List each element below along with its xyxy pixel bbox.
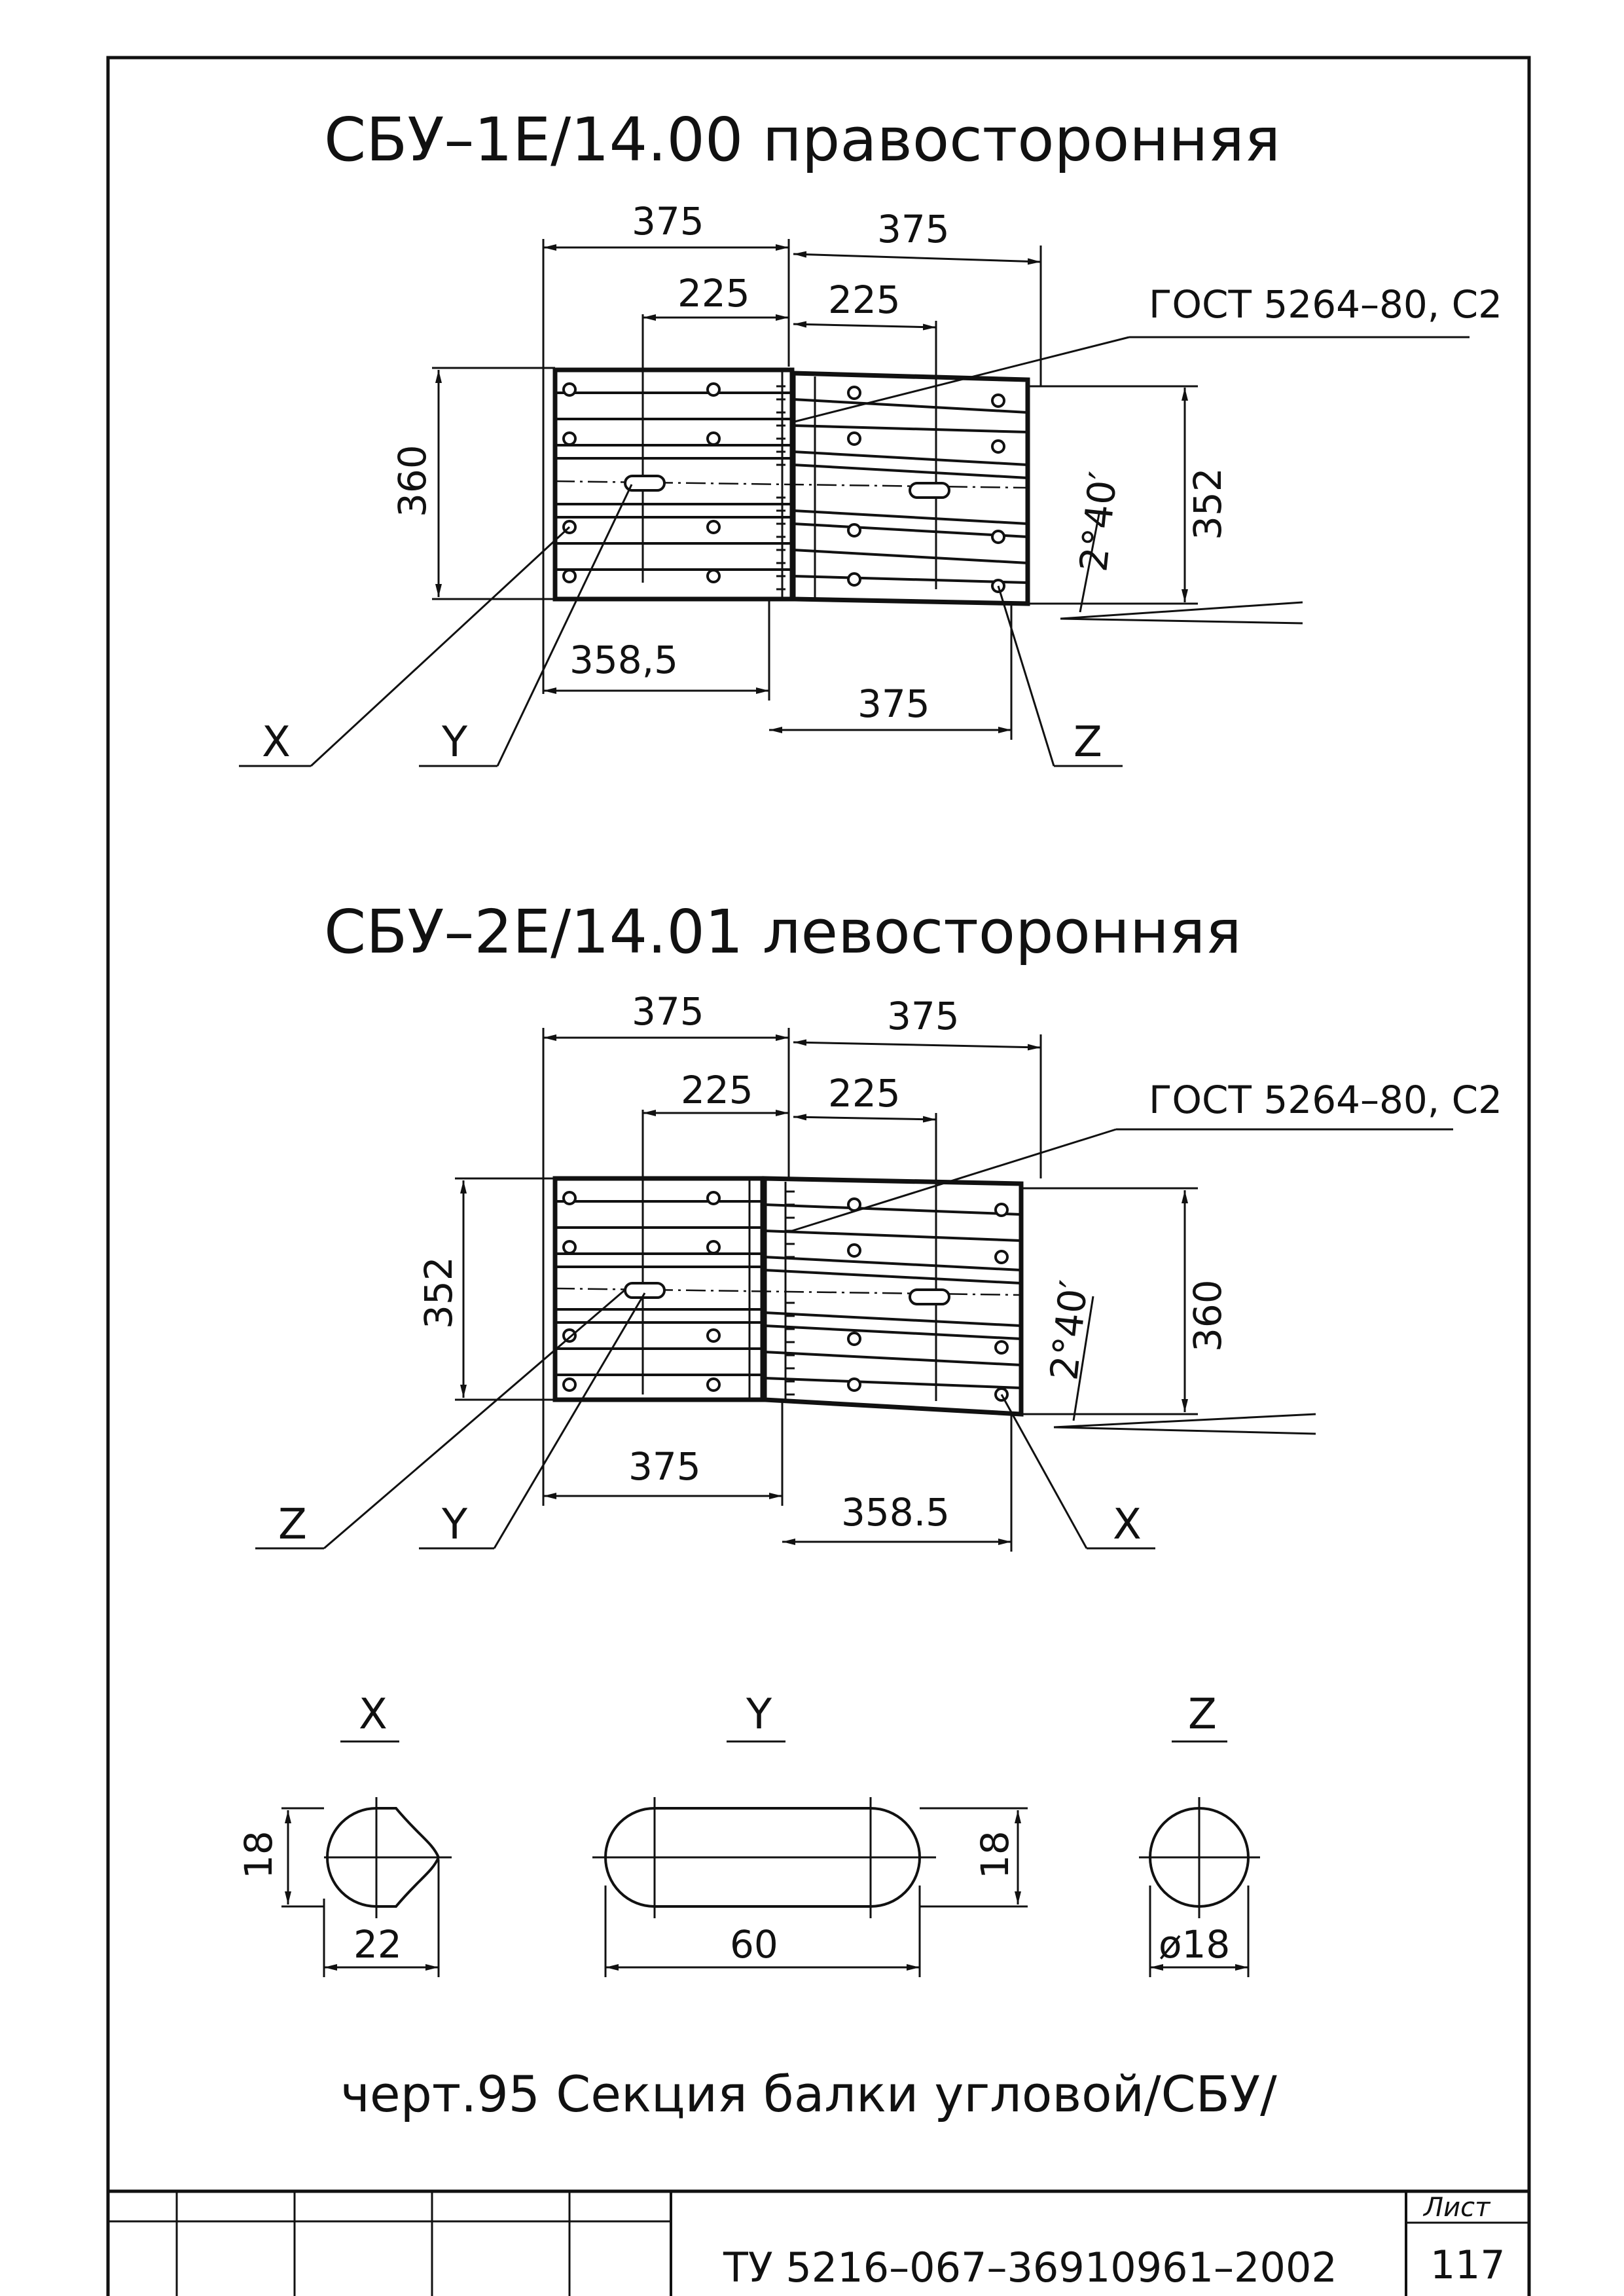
height-dimensions-top: 360 352 2°40′ bbox=[390, 367, 1303, 625]
beam-bottom bbox=[552, 1176, 1024, 1417]
dim-bottom-right: 375 bbox=[857, 682, 930, 726]
weld-standard-bottom: ГОСТ 5264–80, С2 bbox=[791, 1078, 1502, 1232]
detail-z: Z ø18 bbox=[1139, 1690, 1260, 1977]
callout-y-2: Y bbox=[441, 1501, 468, 1549]
dim-inner-right: 225 bbox=[828, 278, 901, 322]
drawing-caption: черт.95 Секция балки угловой/СБУ/ bbox=[340, 2065, 1277, 2123]
dim-top-left: 375 bbox=[632, 199, 704, 244]
dim-height-right-2: 360 bbox=[1185, 1279, 1230, 1352]
detail-y-height: 18 bbox=[973, 1831, 1017, 1879]
dim-bottom-left: 358,5 bbox=[569, 638, 678, 682]
detail-y-label: Y bbox=[746, 1690, 772, 1739]
detail-x-height: 18 bbox=[236, 1831, 281, 1879]
weld-standard-top: ГОСТ 5264–80, С2 bbox=[791, 282, 1502, 424]
dim-bottom-right-2: 358.5 bbox=[841, 1490, 950, 1535]
detail-x-label: X bbox=[359, 1690, 388, 1739]
callouts-top: X Y Z bbox=[239, 484, 1123, 767]
dim-height-left: 360 bbox=[390, 445, 435, 517]
sheet-label: Лист bbox=[1422, 2193, 1491, 2223]
bottom-drawing-dimensions: 375 375 225 225 bbox=[542, 989, 1042, 1506]
callout-x-2: X bbox=[1113, 1501, 1142, 1549]
beam-top bbox=[552, 367, 1030, 606]
drawing-top-title: СБУ–1Е/14.00 правосторонняя bbox=[324, 105, 1280, 175]
detail-y-width: 60 bbox=[730, 1922, 778, 1967]
detail-x-width: 22 bbox=[353, 1922, 402, 1967]
top-dimensions: 375 375 225 225 bbox=[542, 199, 1042, 694]
dim-top-left-2: 375 bbox=[632, 989, 704, 1034]
detail-z-diameter: ø18 bbox=[1159, 1922, 1230, 1967]
detail-y: Y 18 60 bbox=[592, 1690, 1028, 1977]
dim-bottom-left-2: 375 bbox=[628, 1444, 701, 1489]
dim-top-right-2: 375 bbox=[887, 994, 960, 1038]
callout-z: Z bbox=[1074, 718, 1102, 767]
sheet-number: 117 bbox=[1430, 2242, 1506, 2288]
dim-inner-right-2: 225 bbox=[828, 1071, 901, 1116]
bottom-dimensions-top: 358,5 375 bbox=[543, 599, 1013, 740]
drawing-bottom: СБУ–2Е/14.01 левосторонняя 375 375 225 2… bbox=[255, 897, 1502, 1552]
dim-inner-left-2: 225 bbox=[681, 1068, 753, 1112]
callout-x: X bbox=[262, 718, 291, 767]
weld-standard-label-2: ГОСТ 5264–80, С2 bbox=[1149, 1078, 1502, 1122]
weld-standard-label: ГОСТ 5264–80, С2 bbox=[1149, 282, 1502, 327]
dim-height-right: 352 bbox=[1185, 467, 1230, 540]
detail-z-label: Z bbox=[1188, 1690, 1217, 1739]
callouts-bottom: Z Y X bbox=[255, 1288, 1155, 1550]
height-dimensions-bottom: 352 360 2°40′ bbox=[416, 1177, 1316, 1435]
detail-x: X 18 22 bbox=[236, 1690, 452, 1977]
title-block: ТУ 5216–067–36910961–2002 Лист 117 bbox=[108, 2189, 1529, 2296]
dim-top-right: 375 bbox=[877, 207, 950, 251]
callout-y: Y bbox=[441, 718, 468, 767]
dim-inner-left: 225 bbox=[677, 271, 750, 316]
document-number: ТУ 5216–067–36910961–2002 bbox=[723, 2244, 1337, 2291]
callout-z-2: Z bbox=[278, 1501, 307, 1549]
bottom-dimensions-bottom: 375 358.5 bbox=[543, 1400, 1013, 1552]
dim-height-left-2: 352 bbox=[416, 1256, 461, 1329]
drawing-top: СБУ–1Е/14.00 правосторонняя 375 375 225 … bbox=[239, 105, 1502, 767]
drawing-frame bbox=[106, 56, 1531, 2296]
drawing-bottom-title: СБУ–2Е/14.01 левосторонняя bbox=[324, 897, 1242, 967]
